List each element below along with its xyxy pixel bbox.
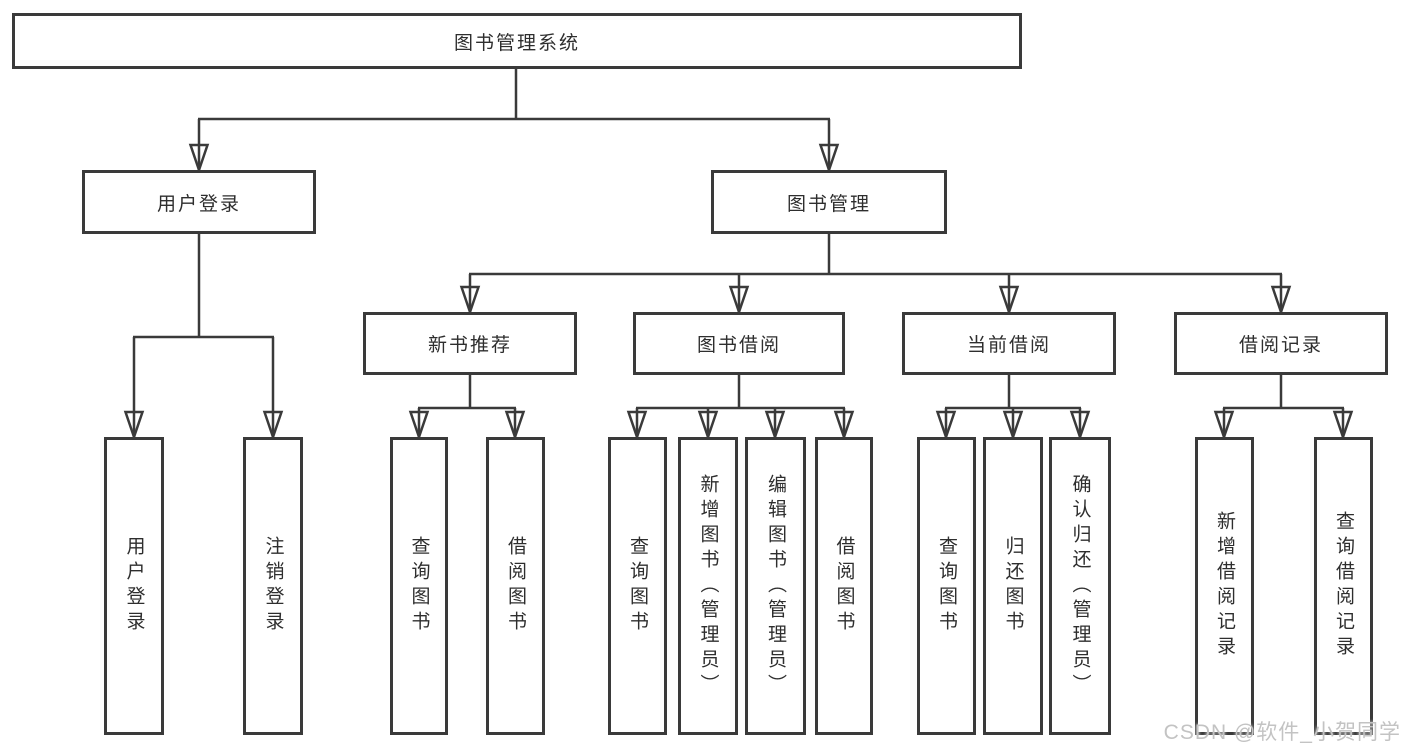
node-borrowing-records: 借阅记录 [1174, 312, 1388, 375]
node-label: 新增图书（管理员） [697, 473, 719, 699]
leaf-add-borrow-record: 新增借阅记录 [1195, 437, 1254, 735]
rail-user-login-to-leaves [133, 234, 274, 339]
rail-root-to-level2 [198, 69, 830, 121]
node-label: 编辑图书（管理员） [765, 473, 786, 699]
csdn-watermark: CSDN @软件_小贺同学 [1163, 721, 1401, 744]
node-label: 借阅记录 [1238, 335, 1323, 356]
node-label: 借阅图书 [505, 536, 526, 636]
node-label: 查询图书 [408, 536, 430, 636]
rail-new-book-rec-to-leaves [418, 375, 516, 410]
node-label: 新增借阅记录 [1214, 511, 1235, 661]
rail-book-borrowing-to-leaves [636, 375, 845, 410]
leaf-add-books-admin: 新增图书（管理员） [678, 437, 738, 735]
leaf-borrow-books-recommendation: 借阅图书 [486, 437, 545, 735]
node-book-management: 图书管理 [711, 170, 947, 234]
node-label: 用户登录 [156, 193, 241, 215]
node-label: 查询图书 [627, 536, 648, 636]
node-label: 归还图书 [1002, 536, 1024, 636]
node-label: 当前借阅 [966, 335, 1051, 356]
leaf-query-books-recommendation: 查询图书 [390, 437, 448, 735]
node-label: 用户登录 [123, 536, 145, 636]
node-new-book-recommendation: 新书推荐 [363, 312, 577, 375]
leaf-confirm-return-admin: 确认归还（管理员） [1049, 437, 1111, 735]
leaf-edit-books-admin: 编辑图书（管理员） [745, 437, 806, 735]
rail-current-borrowing-to-leaves [945, 375, 1081, 410]
leaf-return-books: 归还图书 [983, 437, 1043, 735]
node-label: 图书管理系统 [453, 32, 580, 54]
rail-borrowing-records-to-leaves [1223, 375, 1344, 410]
node-library-management-system: 图书管理系统 [12, 13, 1022, 69]
node-user-login: 用户登录 [82, 170, 316, 234]
node-label: 确认归还（管理员） [1069, 473, 1091, 699]
leaf-borrow-books: 借阅图书 [815, 437, 873, 735]
leaf-query-borrow-record: 查询借阅记录 [1314, 437, 1373, 735]
leaf-user-login: 用户登录 [104, 437, 164, 735]
leaf-query-books-current: 查询图书 [917, 437, 976, 735]
node-label: 图书借阅 [696, 335, 781, 356]
leaf-query-books-borrowing: 查询图书 [608, 437, 667, 735]
node-label: 图书管理 [786, 193, 871, 215]
node-current-borrowing: 当前借阅 [902, 312, 1116, 375]
node-label: 新书推荐 [427, 335, 512, 356]
node-book-borrowing: 图书借阅 [633, 312, 845, 375]
node-label: 借阅图书 [833, 536, 855, 636]
node-label: 注销登录 [262, 536, 284, 636]
rail-book-management-to-level3 [469, 234, 1282, 276]
leaf-logout-login: 注销登录 [243, 437, 303, 735]
node-label: 查询借阅记录 [1333, 511, 1354, 661]
node-label: 查询图书 [936, 536, 957, 636]
